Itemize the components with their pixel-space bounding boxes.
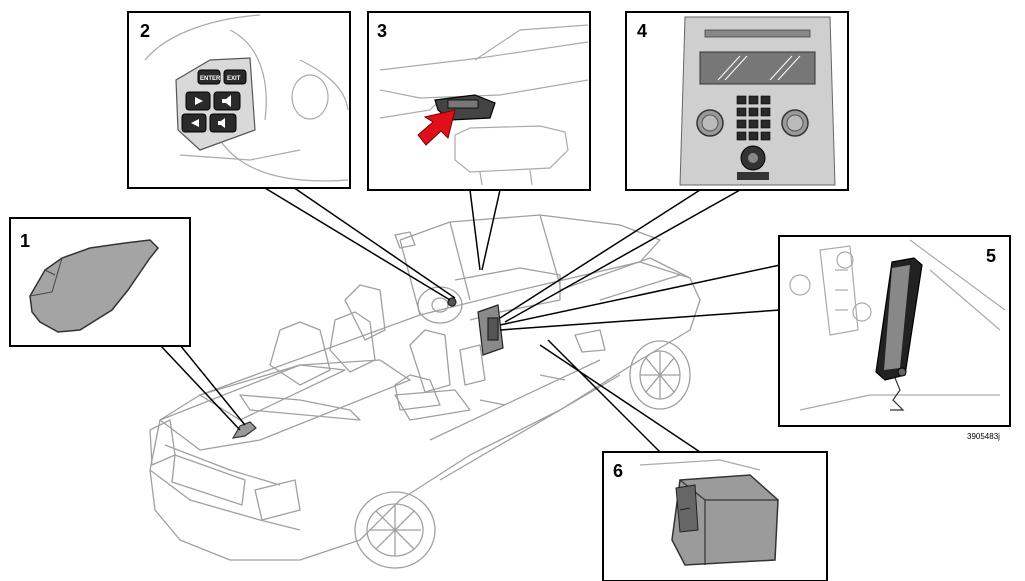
panel-3-microphone [367,11,591,191]
car-illustration [149,214,701,569]
volume-down-icon [218,118,225,128]
panel-1-antenna [9,217,191,347]
prev-track-icon [191,119,199,127]
figure-reference-code: 3905483j [967,432,1000,441]
console-parts-on-car [447,297,504,356]
enter-key-label: ENTER [200,76,221,82]
display-screen [699,51,816,85]
callout-5-number: 5 [986,246,997,266]
callout-6-number: 6 [613,461,624,481]
antenna-icon [29,239,160,333]
callout-2-number: 2 [140,21,151,41]
number-keypad [736,95,771,141]
pointer-arrow-icon [417,109,456,146]
panel-6-module [602,451,828,581]
panel-5-handset [778,235,1011,427]
callout-4-number: 4 [637,21,648,41]
callout-1-number: 1 [20,231,31,251]
volume-up-icon [222,95,231,107]
panel-4-control-panel [625,11,849,191]
next-track-icon [195,97,203,105]
leader-lines [159,184,781,453]
control-module-icon [671,474,779,566]
callout-3-number: 3 [377,21,388,41]
panel-2-steering-keypad: ENTER EXIT [127,11,351,189]
exit-key-label: EXIT [227,76,241,82]
